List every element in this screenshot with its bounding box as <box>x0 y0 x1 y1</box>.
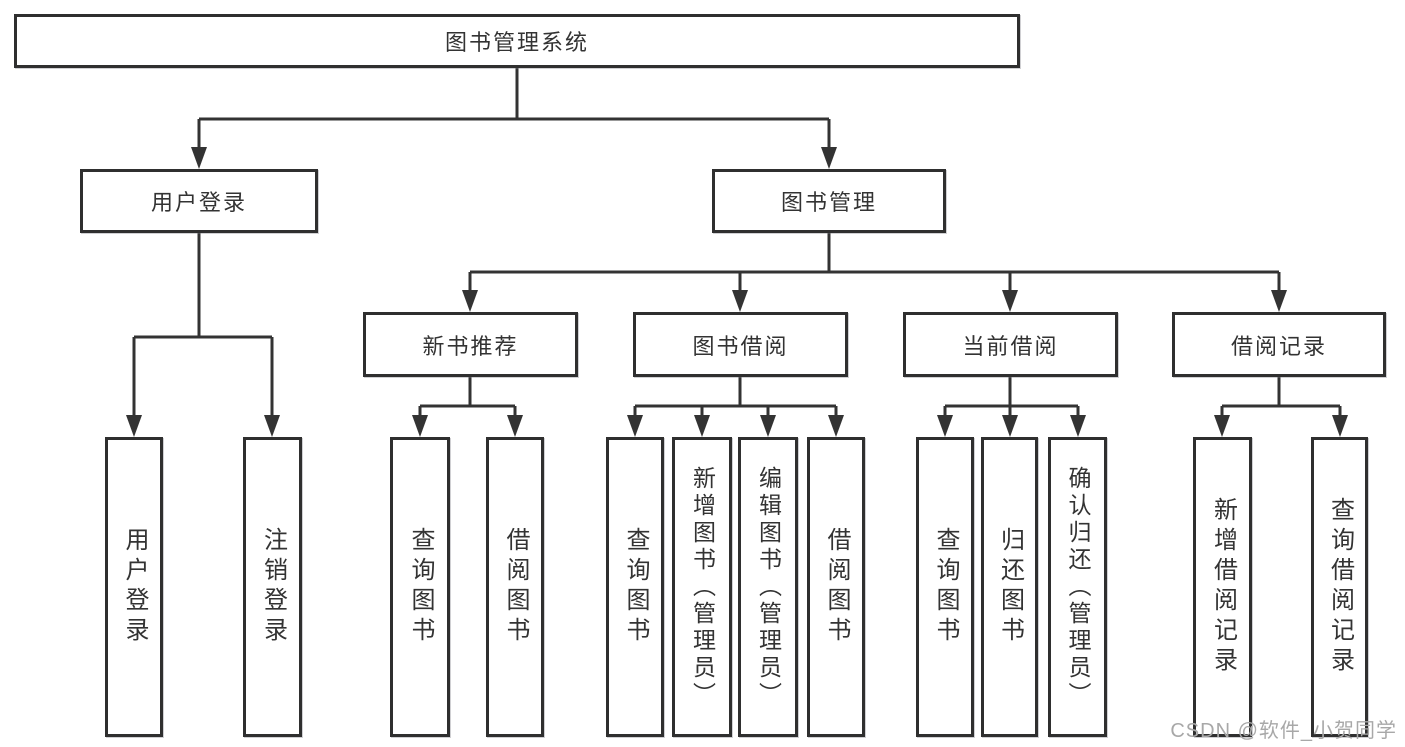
leaf-bb-add-books-admin: 新增图书（管理员） <box>672 437 732 737</box>
leaf-bb-edit-books-admin-label: 编辑图书（管理员） <box>755 465 782 709</box>
leaf-br-query-record-label: 查询借阅记录 <box>1326 497 1354 677</box>
leaf-nbr-query-books: 查询图书 <box>390 437 450 737</box>
leaf-logout: 注销登录 <box>243 437 302 737</box>
node-current-borrow-label: 当前借阅 <box>962 333 1059 359</box>
csdn-watermark: CSDN @软件_小贺同学 <box>1170 720 1397 742</box>
leaf-bb-add-books-admin-label: 新增图书（管理员） <box>689 465 716 709</box>
leaf-cb-return-books: 归还图书 <box>981 437 1038 737</box>
leaf-user-login: 用户登录 <box>105 437 163 737</box>
node-book-management-label: 图书管理 <box>780 190 877 215</box>
leaf-bb-edit-books-admin: 编辑图书（管理员） <box>738 437 798 737</box>
leaf-cb-query-books: 查询图书 <box>916 437 974 737</box>
arrowheads <box>126 147 1348 437</box>
node-borrow-records-label: 借阅记录 <box>1230 333 1327 359</box>
leaf-nbr-borrow-books: 借阅图书 <box>486 437 544 737</box>
node-book-management: 图书管理 <box>712 169 946 233</box>
leaf-cb-query-books-label: 查询图书 <box>932 527 959 647</box>
leaf-cb-confirm-return-admin-label: 确认归还（管理员） <box>1065 465 1091 709</box>
node-new-book-recommend: 新书推荐 <box>363 312 578 377</box>
leaf-bb-query-books-label: 查询图书 <box>622 527 649 647</box>
leaf-user-login-label: 用户登录 <box>121 527 148 647</box>
node-current-borrow: 当前借阅 <box>903 312 1118 377</box>
leaf-logout-label: 注销登录 <box>259 527 287 647</box>
leaf-cb-return-books-label: 归还图书 <box>996 527 1024 647</box>
node-borrow-records: 借阅记录 <box>1172 312 1386 377</box>
node-new-book-recommend-label: 新书推荐 <box>422 333 519 359</box>
leaf-bb-borrow-books-label: 借阅图书 <box>823 527 850 647</box>
node-user-login-label: 用户登录 <box>150 190 247 215</box>
node-book-borrow: 图书借阅 <box>633 312 848 377</box>
leaf-cb-confirm-return-admin: 确认归还（管理员） <box>1048 437 1107 737</box>
leaf-nbr-query-books-label: 查询图书 <box>407 527 434 647</box>
node-root-label: 图书管理系统 <box>444 30 589 55</box>
leaf-bb-borrow-books: 借阅图书 <box>807 437 865 737</box>
leaf-nbr-borrow-books-label: 借阅图书 <box>502 527 529 647</box>
node-root: 图书管理系统 <box>14 14 1020 68</box>
node-user-login: 用户登录 <box>80 169 318 233</box>
node-book-borrow-label: 图书借阅 <box>692 333 789 359</box>
leaf-br-add-record: 新增借阅记录 <box>1193 437 1252 737</box>
leaf-br-add-record-label: 新增借阅记录 <box>1209 497 1237 677</box>
leaf-br-query-record: 查询借阅记录 <box>1311 437 1368 737</box>
leaf-bb-query-books: 查询图书 <box>606 437 664 737</box>
